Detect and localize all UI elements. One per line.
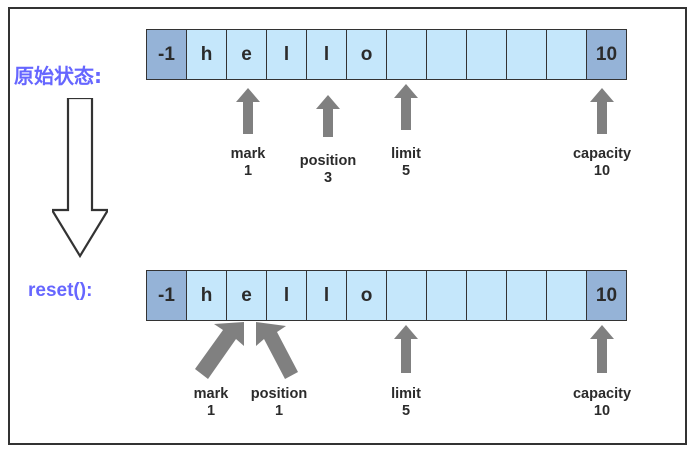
capacity-caption-label-reset: capacity	[572, 386, 632, 402]
buffer-cell-8	[507, 30, 547, 79]
buffer-cell-2: l	[267, 30, 307, 79]
byte-buffer-reset: -1 h e l l o 10	[146, 270, 627, 321]
diagram-frame	[8, 7, 687, 445]
buffer-cell-2-reset: l	[267, 271, 307, 320]
mark-position-converging-arrows-reset	[186, 320, 316, 387]
mark-caption-original: mark 1	[208, 146, 288, 180]
buffer-cell-capacity: 10	[587, 30, 626, 79]
buffer-cell-1: e	[227, 30, 267, 79]
mark-caption-value-reset: 1	[206, 403, 216, 419]
capacity-caption-reset: capacity 10	[552, 386, 652, 420]
limit-caption-original: limit 5	[366, 146, 446, 180]
limit-caption-label: limit	[391, 146, 421, 162]
original-state-label: 原始状态:	[14, 64, 102, 88]
capacity-caption-label: capacity	[572, 146, 632, 162]
buffer-cell-4: o	[347, 30, 387, 79]
buffer-cell-5	[387, 30, 427, 79]
position-arrow-original	[316, 95, 340, 137]
position-caption-label: position	[299, 153, 357, 169]
position-caption-value-reset: 1	[274, 403, 284, 419]
mark-caption-label-reset: mark	[193, 386, 229, 402]
byte-buffer-original: -1 h e l l o 10	[146, 29, 627, 80]
position-caption-reset: position 1	[240, 386, 318, 420]
buffer-cell-6	[427, 30, 467, 79]
position-caption-label-reset: position	[250, 386, 308, 402]
buffer-cell-8-reset	[507, 271, 547, 320]
limit-arrow-reset	[394, 325, 418, 373]
buffer-cell-7	[467, 30, 507, 79]
buffer-cell-mark-init: -1	[147, 30, 187, 79]
mark-caption-reset: mark 1	[178, 386, 244, 420]
buffer-cell-0: h	[187, 30, 227, 79]
buffer-cell-4-reset: o	[347, 271, 387, 320]
limit-caption-value-reset: 5	[401, 403, 411, 419]
capacity-caption-value-reset: 10	[593, 403, 611, 419]
mark-caption-value: 1	[243, 163, 253, 179]
capacity-arrow-reset	[590, 325, 614, 373]
capacity-caption-value: 10	[593, 163, 611, 179]
capacity-arrow-original	[590, 88, 614, 134]
buffer-cell-0-reset: h	[187, 271, 227, 320]
limit-arrow-original	[394, 84, 418, 130]
buffer-cell-9	[547, 30, 587, 79]
buffer-cell-5-reset	[387, 271, 427, 320]
transition-down-arrow-icon	[50, 96, 110, 259]
buffer-cell-6-reset	[427, 271, 467, 320]
buffer-cell-mark-init-reset: -1	[147, 271, 187, 320]
limit-caption-reset: limit 5	[366, 386, 446, 420]
capacity-caption-original: capacity 10	[552, 146, 652, 180]
buffer-cell-1-reset: e	[227, 271, 267, 320]
buffer-cell-3-reset: l	[307, 271, 347, 320]
buffer-cell-7-reset	[467, 271, 507, 320]
limit-caption-label-reset: limit	[391, 386, 421, 402]
position-caption-original: position 3	[288, 153, 368, 187]
mark-caption-label: mark	[230, 146, 266, 162]
buffer-cell-9-reset	[547, 271, 587, 320]
limit-caption-value: 5	[401, 163, 411, 179]
position-caption-value: 3	[323, 170, 333, 186]
reset-state-label: reset():	[28, 280, 93, 301]
buffer-cell-3: l	[307, 30, 347, 79]
buffer-cell-capacity-reset: 10	[587, 271, 626, 320]
mark-arrow-original	[236, 88, 260, 134]
